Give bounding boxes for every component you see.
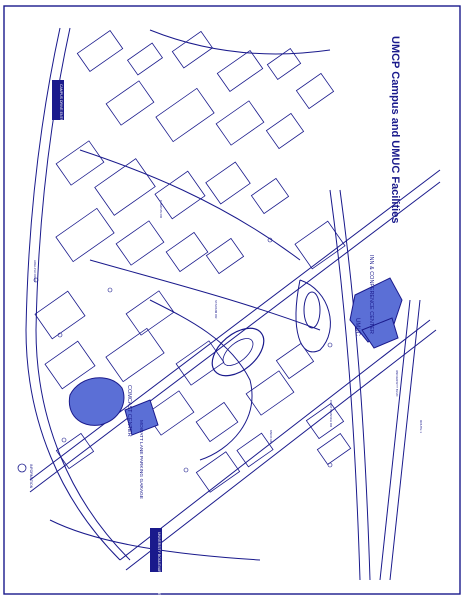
- svg-text:ADELPHI ROAD: ADELPHI ROAD: [33, 260, 37, 283]
- svg-text:PAINT BRANCH DR: PAINT BRANCH DR: [329, 400, 333, 428]
- label-mowatt-garage: MOWATT LANE PARKING GARAGE: [138, 420, 144, 499]
- road-diag-4: [125, 329, 437, 571]
- svg-text:STADIUM DR: STADIUM DR: [214, 300, 218, 319]
- stadium-field: [222, 338, 254, 366]
- svg-text:KNOX RD: KNOX RD: [269, 430, 273, 445]
- track: [303, 291, 321, 329]
- sign-bottom: UNIVERSITY BOULEVARD ENTRANCE: [150, 528, 162, 596]
- road-diag-2: [29, 181, 441, 493]
- road-diag-3: [119, 319, 431, 561]
- road-diag-1: [29, 169, 441, 481]
- svg-text:UNIVERSITY BLVD: UNIVERSITY BLVD: [395, 370, 399, 397]
- info-badge: INFORMATION: [17, 463, 33, 489]
- road-left-boulevard: [25, 27, 121, 561]
- label-inn-conference-center: INN & CONFERENCE CENTER: [368, 255, 374, 334]
- svg-text:CAMPUS DRIVE ENTRANCE: CAMPUS DRIVE ENTRANCE: [59, 84, 63, 132]
- sign-top: CAMPUS DRIVE ENTRANCE: [52, 80, 64, 132]
- label-comcast-center: COMCAST CENTER: [126, 385, 132, 437]
- road-center-loop: [149, 299, 253, 461]
- road-right-vertical: [329, 189, 361, 581]
- comcast-center-shape: [68, 377, 125, 426]
- road-mid-curve-2: [89, 259, 321, 331]
- road-far-right-2: [389, 299, 421, 581]
- stadium: [211, 327, 265, 377]
- svg-text:INFORMATION: INFORMATION: [29, 464, 33, 489]
- svg-text:CAMPUS DR: CAMPUS DR: [159, 200, 163, 219]
- buildings: [34, 29, 352, 493]
- road-far-right: [379, 299, 411, 581]
- mowatt-garage-shape: [124, 399, 159, 436]
- highlighted-facilities: [68, 277, 403, 436]
- svg-text:ROUTE 1: ROUTE 1: [419, 420, 423, 433]
- svg-text:UNIVERSITY BOULEVARD ENTRANCE: UNIVERSITY BOULEVARD ENTRANCE: [157, 532, 161, 596]
- street-labels: ADELPHI ROAD UNIVERSITY BLVD PAINT BRANC…: [33, 200, 423, 445]
- road-mid-curve: [79, 149, 301, 261]
- umuc-building-shape: [361, 317, 399, 349]
- label-umuc: UMUC: [354, 318, 360, 337]
- road-bottom-curve: [49, 519, 261, 561]
- markers: [33, 237, 333, 473]
- road-top-curve: [149, 29, 331, 55]
- map-title: UMCP Campus and UMUC Facilities: [389, 36, 401, 223]
- road-right-vertical-2: [339, 189, 371, 581]
- road-right-loop: [295, 279, 331, 353]
